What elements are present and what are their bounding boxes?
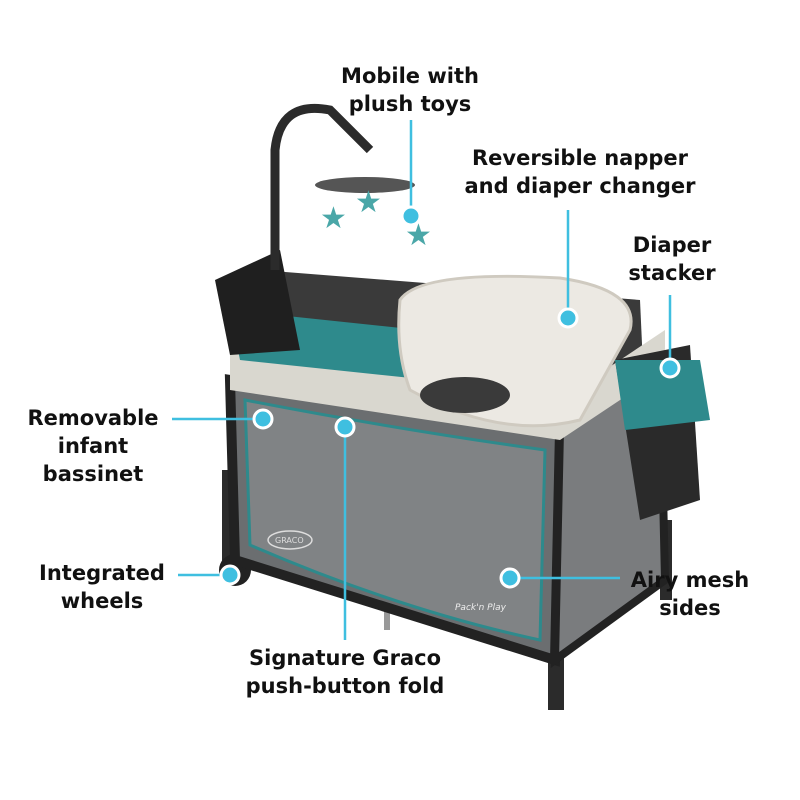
callout-text: stacker <box>628 261 716 285</box>
callout-text: Removable <box>27 406 159 430</box>
callout-text: Signature Graco <box>248 646 442 670</box>
callout-dots <box>219 205 681 589</box>
mobile-arm <box>270 103 374 270</box>
star-toy: ★ <box>320 201 347 236</box>
callout-text: sides <box>659 596 721 620</box>
callout-stacker: Diaper stacker <box>628 231 715 287</box>
mobile-hanger <box>315 177 415 193</box>
callout-text: push-button fold <box>245 674 445 698</box>
callout-napper: Reversible napper and diaper changer <box>465 144 696 200</box>
callout-text: plush toys <box>348 92 472 116</box>
callout-mesh: Airy mesh sides <box>631 566 749 622</box>
callout-mobile: Mobile with plush toys <box>341 62 479 118</box>
graco-logo <box>267 530 313 550</box>
stacker-pocket <box>615 360 710 430</box>
callout-fold: Signature Graco push-button fold <box>246 644 445 700</box>
callout-text: Airy mesh <box>630 568 750 592</box>
napper-handle <box>420 377 510 413</box>
callout-text: wheels <box>60 589 144 613</box>
star-toy: ★ <box>355 185 382 220</box>
callout-wheels: Integrated wheels <box>39 559 165 615</box>
graco-logo-text: GRACO <box>275 536 304 545</box>
pack-n-play-logo: Pack'n Play <box>455 603 507 613</box>
callout-text: and diaper changer <box>464 174 696 198</box>
callout-text: Integrated <box>39 561 165 585</box>
callout-text: Mobile with <box>341 64 479 88</box>
callout-text: bassinet <box>42 462 144 486</box>
callout-text: infant <box>57 434 129 458</box>
bassinet-canopy <box>215 250 300 355</box>
callout-text: Reversible napper <box>472 146 688 170</box>
callout-bassinet: Removable infant bassinet <box>27 404 158 488</box>
callout-text: Diaper <box>632 233 712 257</box>
